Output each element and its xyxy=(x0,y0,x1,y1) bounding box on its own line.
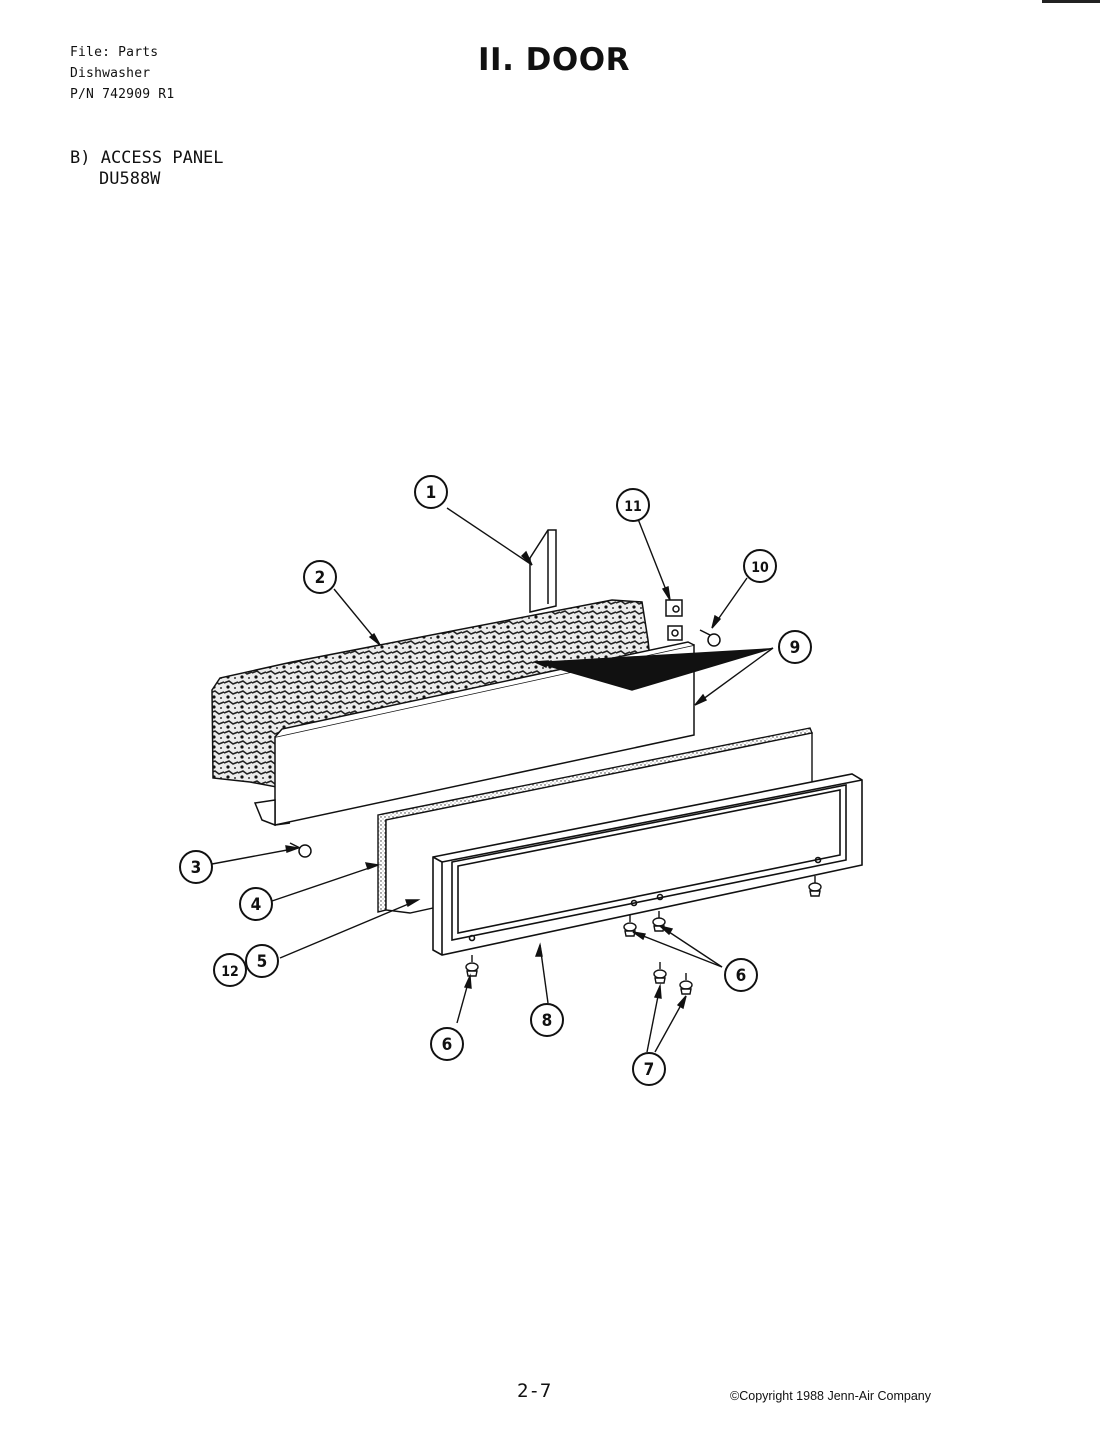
leader-lines xyxy=(211,507,774,1053)
callout-1-label: 1 xyxy=(426,483,437,503)
screw-6-right xyxy=(808,876,822,897)
callout-4: 4 xyxy=(239,887,273,921)
screw-7-b xyxy=(679,973,693,995)
callout-11-label: 11 xyxy=(624,499,642,515)
callout-3: 3 xyxy=(179,850,213,884)
callout-10: 10 xyxy=(743,549,777,583)
callout-8-label: 8 xyxy=(542,1011,553,1031)
callout-9: 9 xyxy=(778,630,812,664)
callout-8: 8 xyxy=(530,1003,564,1037)
file-info: File: Parts Dishwasher P/N 742909 R1 xyxy=(70,42,174,105)
callout-6-left: 6 xyxy=(430,1027,464,1061)
callout-4-label: 4 xyxy=(251,895,262,915)
page-number: 2-7 xyxy=(517,1380,552,1402)
model-number: DU588W xyxy=(99,169,161,189)
callout-3-label: 3 xyxy=(191,858,202,878)
copyright-notice: ©Copyright 1988 Jenn-Air Company xyxy=(730,1389,931,1403)
callout-12: 12 xyxy=(213,953,247,987)
callout-12-label: 12 xyxy=(221,964,239,980)
part-8-frame xyxy=(432,773,863,956)
callout-10-label: 10 xyxy=(751,560,769,576)
section-heading: B) ACCESS PANEL DU588W xyxy=(70,148,224,190)
section-label: B) ACCESS PANEL xyxy=(70,148,224,168)
product-line: Dishwasher xyxy=(70,66,151,81)
callout-7: 7 xyxy=(632,1052,666,1086)
part-number-line: P/N 742909 R1 xyxy=(70,87,175,102)
part-3-screw xyxy=(289,842,312,858)
callout-5: 5 xyxy=(245,944,279,978)
callout-2-label: 2 xyxy=(315,568,326,588)
screws-6-7 xyxy=(465,876,822,995)
callout-6-left-label: 6 xyxy=(442,1035,453,1055)
screw-6-mid-a xyxy=(623,915,637,937)
part-1-baffle xyxy=(529,529,557,613)
callout-11: 11 xyxy=(616,488,650,522)
callout-7-label: 7 xyxy=(644,1060,655,1080)
file-line: File: Parts xyxy=(70,45,159,60)
callout-6-right-label: 6 xyxy=(736,966,747,986)
screw-6-left xyxy=(465,955,479,977)
callout-9-label: 9 xyxy=(790,638,801,658)
part-10-screw xyxy=(699,629,721,647)
callout-5-label: 5 xyxy=(257,952,268,972)
callout-1: 1 xyxy=(414,475,448,509)
callout-2: 2 xyxy=(303,560,337,594)
screw-7-a xyxy=(653,962,667,984)
part-11-clip xyxy=(665,599,683,641)
callout-markers: 1 2 3 4 5 6 6 7 8 9 10 11 12 xyxy=(179,475,812,1086)
page-title: II. DOOR xyxy=(478,42,630,78)
callout-6-right: 6 xyxy=(724,958,758,992)
corner-mark xyxy=(1042,0,1100,3)
